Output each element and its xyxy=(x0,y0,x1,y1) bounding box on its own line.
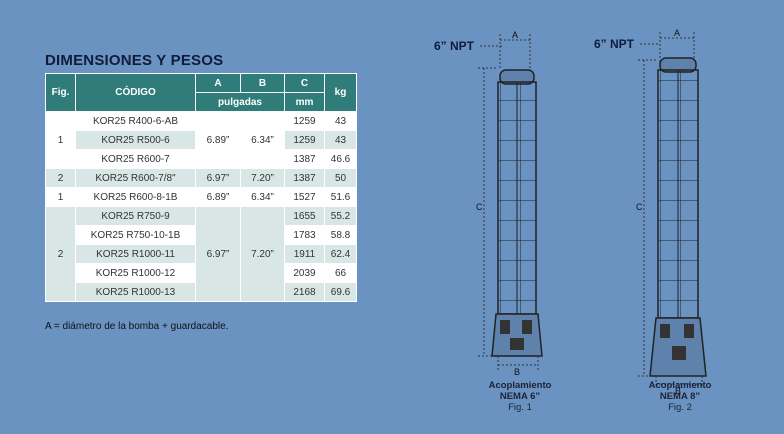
kg-cell: 69.6 xyxy=(324,282,357,302)
code-cell: KOR25 R600-7/8" xyxy=(75,168,196,188)
c-cell: 2168 xyxy=(284,282,325,302)
fig-label-2: Fig. 2 xyxy=(668,402,692,413)
code-cell: KOR25 R1000-13 xyxy=(75,282,196,302)
coupling-label-1: Acoplamiento xyxy=(488,380,552,391)
code-cell: KOR25 R750-10-1B xyxy=(75,225,196,245)
kg-cell: 43 xyxy=(324,111,357,131)
a-cell: 6.97” xyxy=(195,168,241,188)
coupling-type-2: NEMA 8” xyxy=(659,391,701,402)
table-row: 2 KOR25 R600-7/8" 6.97” 7.20” 1387 50 xyxy=(45,168,357,188)
table-subheader-row: pulgadas mm xyxy=(46,92,357,112)
code-cell: KOR25 R1000-12 xyxy=(75,263,196,283)
c-cell: 1259 xyxy=(284,130,325,150)
code-cell: KOR25 R750-9 xyxy=(75,206,196,226)
kg-cell: 51.6 xyxy=(324,187,357,207)
col-a: A xyxy=(195,73,241,93)
kg-cell: 55.2 xyxy=(324,206,357,226)
table-header-row: Fig. CÓDIGO A B C kg xyxy=(45,73,357,112)
fig-cell: 1 xyxy=(45,111,76,169)
footnote: A = diámetro de la bomba + guardacable. xyxy=(45,321,229,332)
table-row: KOR25 R750-10-1B 1783 58.8 xyxy=(46,225,357,245)
table-row: KOR25 R1000-13 2168 69.6 xyxy=(46,282,357,302)
a-dim-label-2: A xyxy=(674,28,680,38)
b-dim-label-2: B xyxy=(675,386,681,396)
kg-cell: 58.8 xyxy=(324,225,357,245)
pump-figure-2: 6” NPT A C B xyxy=(594,28,707,396)
pump-drawings: 6” NPT A C B 6” NPT A xyxy=(434,28,707,396)
kg-cell: 66 xyxy=(324,263,357,283)
coupling-label-2: Acoplamiento xyxy=(648,380,712,391)
a-dim-label-1: A xyxy=(512,30,518,40)
c-cell: 1259 xyxy=(284,111,325,131)
unit-mm: mm xyxy=(284,92,325,112)
kg-cell: 62.4 xyxy=(324,244,357,264)
c-cell: 1655 xyxy=(284,206,325,226)
table-row: KOR25 R600-7 1387 46.6 xyxy=(46,149,357,169)
fig-cell: 1 xyxy=(45,187,76,207)
pump-figure-1: 6” NPT A C B xyxy=(434,30,543,377)
fig-cell: 2 xyxy=(45,206,76,302)
npt-label-1: 6” NPT xyxy=(434,39,475,53)
table-row: 2 KOR25 R750-9 6.97” 7.20” 1655 55.2 xyxy=(45,206,357,302)
col-b: B xyxy=(240,73,285,93)
a-cell: 6.89” xyxy=(195,187,241,207)
b-cell: 7.20” xyxy=(240,168,285,188)
figure-2-caption: Acoplamiento NEMA 8” Fig. 2 xyxy=(630,380,730,413)
b-dim-label-1: B xyxy=(514,367,520,377)
col-codigo: CÓDIGO xyxy=(75,73,196,112)
c-cell: 1387 xyxy=(284,168,325,188)
a-cell: 6.97” xyxy=(195,206,241,302)
table-row: 1 KOR25 R600-8-1B 6.89” 6.34” 1527 51.6 xyxy=(45,187,357,207)
unit-pulgadas: pulgadas xyxy=(195,92,285,112)
coupling-type-1: NEMA 6” xyxy=(499,391,541,402)
b-cell: 7.20” xyxy=(240,206,285,302)
c-cell: 1783 xyxy=(284,225,325,245)
c-dim-label-2: C xyxy=(636,202,643,212)
code-cell: KOR25 R1000-11 xyxy=(75,244,196,264)
code-cell: KOR25 R500-6 xyxy=(75,130,196,150)
c-dim-label-1: C xyxy=(476,202,483,212)
code-cell: KOR25 R400-6-AB xyxy=(75,111,196,131)
b-cell: 6.34” xyxy=(240,187,285,207)
a-cell: 6.89” xyxy=(195,111,241,169)
section-title: DIMENSIONES Y PESOS xyxy=(45,52,224,69)
b-cell: 6.34” xyxy=(240,111,285,169)
kg-cell: 46.6 xyxy=(324,149,357,169)
c-cell: 2039 xyxy=(284,263,325,283)
c-cell: 1911 xyxy=(284,244,325,264)
npt-label-2: 6” NPT xyxy=(594,37,635,51)
col-fig: Fig. xyxy=(45,73,76,112)
table-row: 1 KOR25 R400-6-AB 6.89” 6.34” 1259 43 xyxy=(45,111,357,169)
code-cell: KOR25 R600-8-1B xyxy=(75,187,196,207)
fig-cell: 2 xyxy=(45,168,76,188)
code-cell: KOR25 R600-7 xyxy=(75,149,196,169)
kg-cell: 43 xyxy=(324,130,357,150)
col-c: C xyxy=(284,73,325,93)
dimensions-table: Fig. CÓDIGO A B C kg pulgadas mm 1 KOR25… xyxy=(45,73,357,302)
table-row: KOR25 R1000-11 1911 62.4 xyxy=(46,244,357,264)
fig-label-1: Fig. 1 xyxy=(508,402,532,413)
c-cell: 1387 xyxy=(284,149,325,169)
col-kg: kg xyxy=(324,73,357,112)
kg-cell: 50 xyxy=(324,168,357,188)
c-cell: 1527 xyxy=(284,187,325,207)
figure-1-caption: Acoplamiento NEMA 6” Fig. 1 xyxy=(470,380,570,413)
